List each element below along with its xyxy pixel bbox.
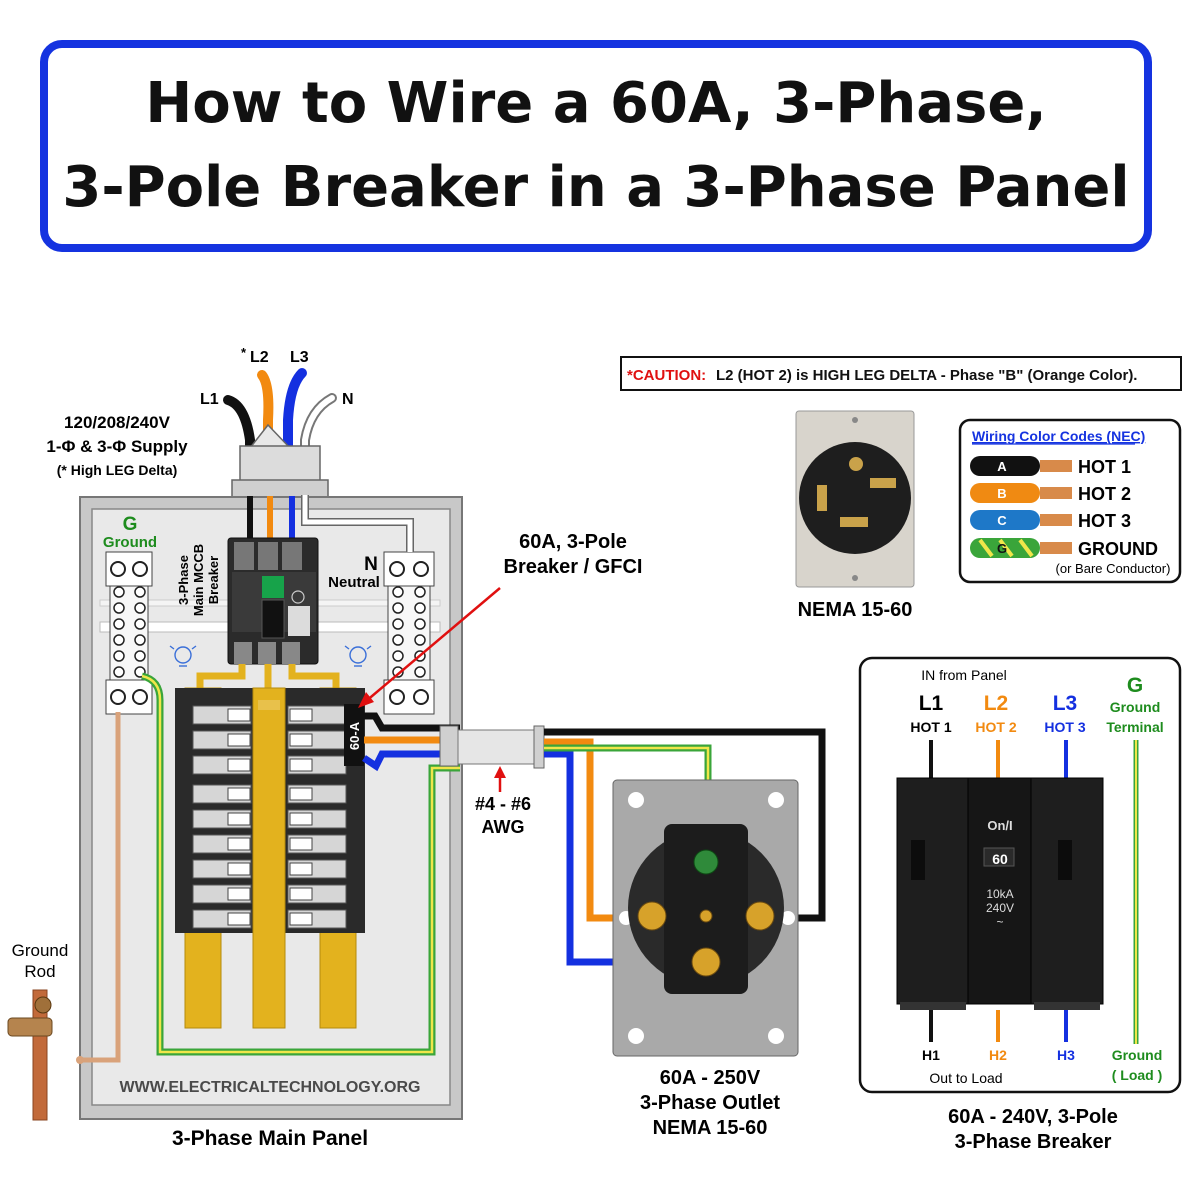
wiring-legend: Wiring Color Codes (NEC) A HOT 1 B HOT 2… <box>958 418 1182 584</box>
mccb-supply-wires <box>247 496 295 542</box>
bulb-icon <box>169 645 197 667</box>
breaker-h3: H3 <box>1057 1047 1075 1063</box>
breaker-tag-label: 60-A <box>347 721 362 750</box>
ground-rod-label-1: Ground <box>12 941 69 960</box>
legend-label-a: HOT 1 <box>1078 457 1131 477</box>
left-breaker-toggles <box>227 708 251 926</box>
supply-l2-star: * <box>241 345 247 360</box>
legend-tag-c: C <box>997 513 1007 528</box>
title-box: How to Wire a 60A, 3-Phase, 3-Pole Break… <box>40 40 1152 252</box>
supply-phase: 1-Φ & 3-Φ Supply <box>46 437 188 456</box>
legend-title: Wiring Color Codes (NEC) <box>972 428 1145 444</box>
mccb-label-3: Breaker <box>206 556 221 604</box>
wire-size-line2: AWG <box>482 817 525 837</box>
mccb-label-1: 3-Phase <box>176 555 191 605</box>
supply-n-label: N <box>342 391 354 408</box>
legend-tag-b: B <box>997 486 1006 501</box>
wire-size-line1: #4 - #6 <box>475 794 531 814</box>
breaker-l2-sub: HOT 2 <box>975 719 1016 735</box>
breaker-l3: L3 <box>1053 692 1078 715</box>
breaker-callout-line1: 60A, 3-Pole <box>519 531 627 553</box>
breaker-rating: 60 <box>992 851 1008 867</box>
main-panel-caption: 3-Phase Main Panel <box>172 1127 368 1150</box>
outlet-caption-line3: NEMA 15-60 <box>653 1117 768 1139</box>
breaker-spec-1: 10kA <box>986 887 1013 901</box>
main-mccb <box>227 537 319 665</box>
ground-bus-letter: G <box>123 514 138 535</box>
incoming-wires: L1 * L2 L3 N <box>200 345 354 475</box>
breaker-l3-sub: HOT 3 <box>1044 719 1085 735</box>
conduit-connector <box>231 423 329 499</box>
nema-receptacle <box>795 410 915 588</box>
caution-text: L2 (HOT 2) is HIGH LEG DELTA - Phase "B"… <box>716 367 1137 384</box>
supply-note: (* High LEG Delta) <box>57 462 178 478</box>
breaker-ground-out-1: Ground <box>1112 1047 1163 1063</box>
ground-rod: Ground Rod <box>7 941 69 1121</box>
legend-label-g: GROUND <box>1078 539 1158 559</box>
breaker-l1-sub: HOT 1 <box>910 719 951 735</box>
breaker-callout-line2: Breaker / GFCI <box>504 556 643 578</box>
supply-l1-label: L1 <box>200 391 219 408</box>
website-text: WWW.ELECTRICALTECHNOLOGY.ORG <box>119 1079 420 1096</box>
breaker-spec-3: ~ <box>996 915 1003 929</box>
breaker-g: G <box>1127 674 1143 697</box>
breaker-tag-bg <box>344 704 364 766</box>
ground-bus-label: Ground <box>103 534 157 551</box>
legend-label-c: HOT 3 <box>1078 511 1131 531</box>
supply-info: 120/208/240V 1-Φ & 3-Φ Supply (* High LE… <box>46 413 188 478</box>
three-phase-outlet <box>612 779 799 1057</box>
neutral-bus-label: Neutral <box>328 574 380 591</box>
breaker-line-stubs <box>929 740 1068 1042</box>
legend-note: (or Bare Conductor) <box>1056 561 1171 576</box>
neutral-bus-letter: N <box>364 554 378 575</box>
legend-tag-a: A <box>997 459 1007 474</box>
bulb-icon <box>344 645 372 667</box>
title-line-2: 3-Pole Breaker in a 3-Phase Panel <box>62 155 1130 220</box>
caution-label: *CAUTION: <box>627 367 706 384</box>
legend-label-b: HOT 2 <box>1078 484 1131 504</box>
breaker-h2: H2 <box>989 1047 1007 1063</box>
mccb-to-busbars <box>196 664 340 692</box>
caution-banner: *CAUTION: L2 (HOT 2) is HIGH LEG DELTA -… <box>620 356 1182 391</box>
nema-caption: NEMA 15-60 <box>798 599 913 621</box>
outlet-caption-line1: 60A - 250V <box>660 1067 761 1089</box>
breaker-g-sub1: Ground <box>1110 699 1161 715</box>
breaker-in-label: IN from Panel <box>921 667 1007 683</box>
supply-voltage: 120/208/240V <box>64 413 171 432</box>
breaker-l1: L1 <box>919 692 944 715</box>
ground-rod-label-2: Rod <box>24 962 55 981</box>
legend-tag-g: G <box>997 541 1007 556</box>
supply-l2-label: L2 <box>250 349 269 366</box>
breaker-on-label: On/I <box>987 818 1012 833</box>
outlet-caption-line2: 3-Phase Outlet <box>640 1092 780 1114</box>
mccb-label-2: Main MCCB <box>191 544 206 616</box>
breaker-ground-out-2: ( Load ) <box>1112 1067 1163 1083</box>
breaker-g-sub2: Terminal <box>1106 719 1163 735</box>
breaker-caption-line2: 3-Phase Breaker <box>955 1131 1112 1153</box>
breaker-l2: L2 <box>984 692 1009 715</box>
breaker-h1: H1 <box>922 1047 940 1063</box>
breaker-caption-line1: 60A - 240V, 3-Pole <box>948 1106 1118 1128</box>
supply-l3-label: L3 <box>290 349 309 366</box>
ground-bus-bar: G Ground <box>103 514 157 715</box>
outlet-conduit <box>439 725 545 769</box>
three-pole-breaker <box>896 777 1104 1010</box>
breaker-out-label: Out to Load <box>929 1070 1002 1086</box>
right-breaker-toggles <box>289 708 313 926</box>
breaker-spec-2: 240V <box>986 901 1014 915</box>
title-line-1: How to Wire a 60A, 3-Phase, <box>145 71 1047 136</box>
